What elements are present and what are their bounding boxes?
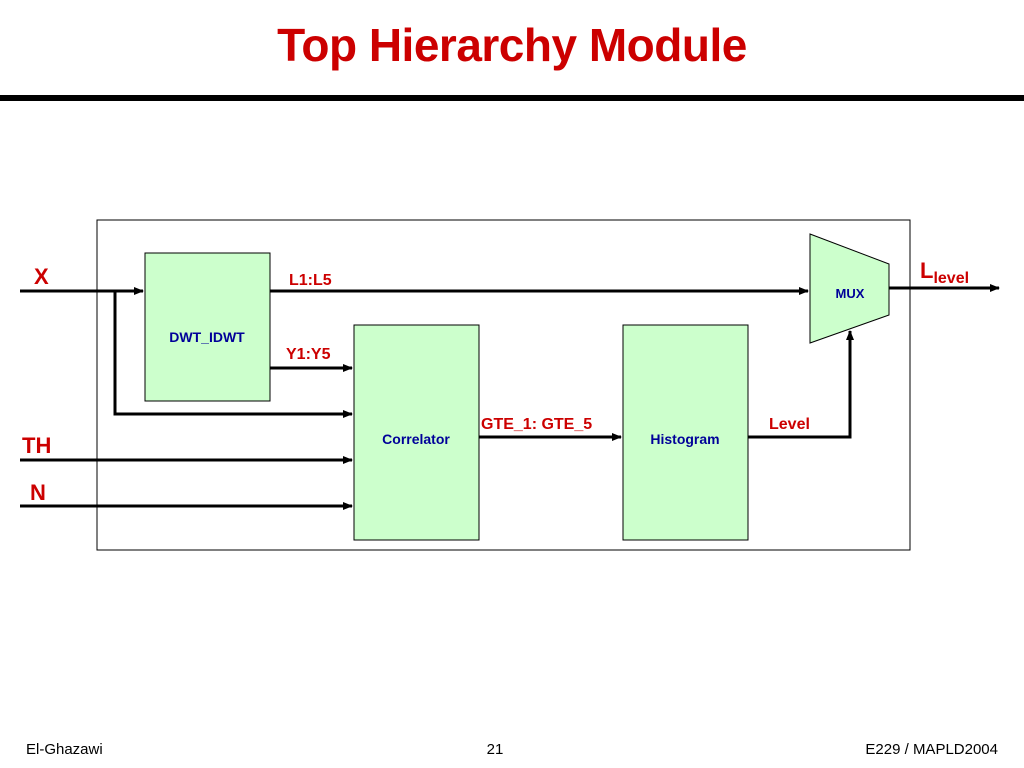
footer-author: El-Ghazawi	[26, 741, 103, 758]
gte-label: GTE_1: GTE_5	[481, 416, 592, 433]
footer-course: E229 / MAPLD2004	[865, 741, 998, 758]
correlator-block	[353, 324, 480, 541]
l1-l5-label: L1:L5	[289, 272, 332, 289]
x-input-label: X	[34, 264, 49, 289]
histogram-block	[622, 324, 749, 541]
footer-page-number: 21	[486, 741, 504, 758]
y1-y5-label: Y1:Y5	[286, 346, 331, 363]
mux-block	[809, 233, 890, 344]
histogram-label: Histogram	[650, 431, 719, 447]
level-wire	[748, 330, 854, 439]
dwt-idwt-label: DWT_IDWT	[169, 329, 245, 345]
l-level-output-label: Llevel	[920, 258, 969, 287]
slide-title: Top Hierarchy Module	[277, 19, 747, 71]
l-level-main: L	[920, 258, 933, 283]
dwt-idwt-block	[144, 252, 271, 402]
th-input-label: TH	[22, 433, 51, 458]
n-input-label: N	[30, 480, 46, 505]
title-divider	[0, 95, 1024, 101]
mux-label: MUX	[836, 286, 865, 301]
x-to-correlator-wire	[113, 291, 353, 418]
level-label: Level	[769, 416, 810, 433]
correlator-label: Correlator	[382, 431, 450, 447]
l-level-subscript: level	[933, 270, 969, 287]
